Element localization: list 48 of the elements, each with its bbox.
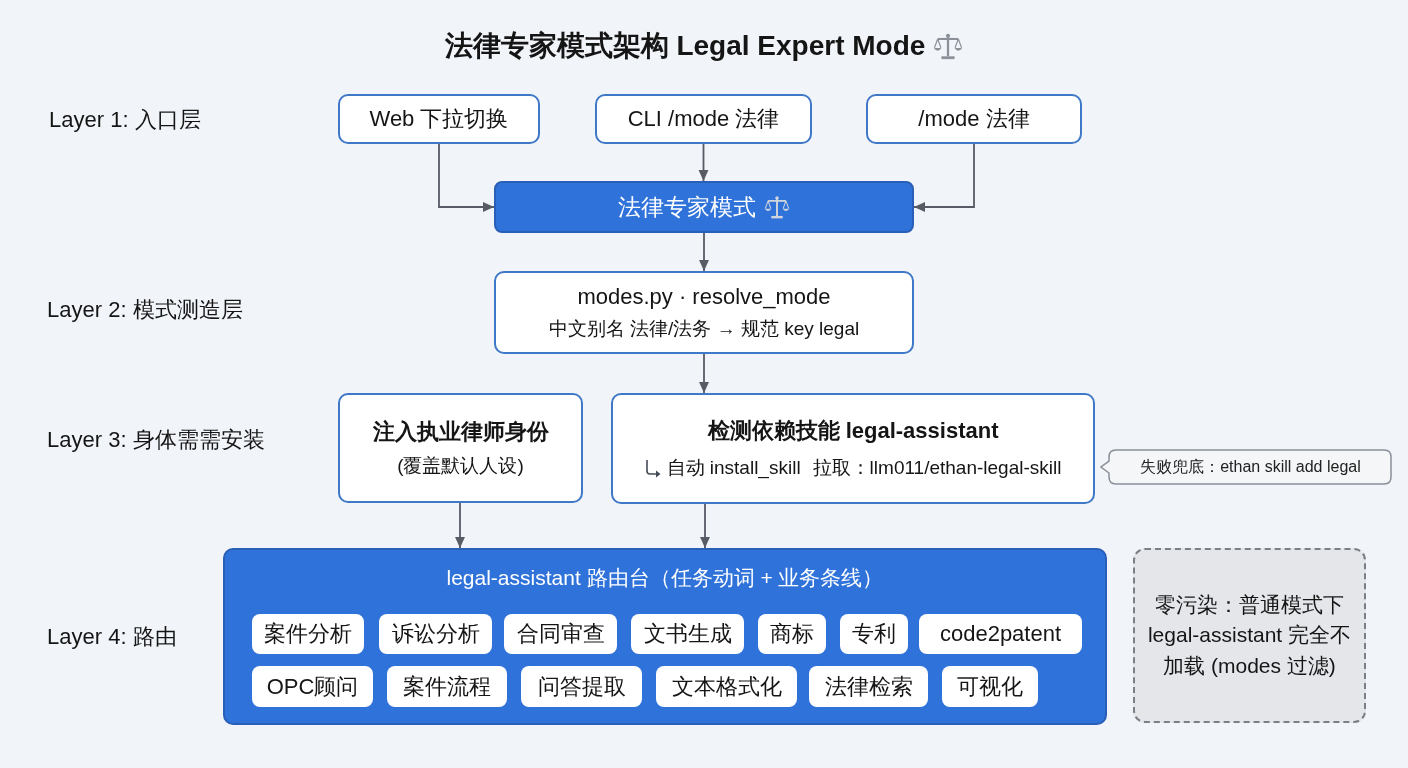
arrow [913,143,975,212]
box-label: Web 下拉切换 [369,105,509,133]
box-label: 自动 install_skill [666,456,801,481]
arrow [698,143,709,182]
skill-chip: 商标 [758,614,826,654]
layer-label: Layer 2: 模式测造层 [47,296,243,324]
title: 法律专家模式架构 Legal Expert Mode [444,29,926,63]
skill-chip: 文书生成 [631,614,744,654]
skill-chip: 问答提取 [521,666,642,707]
note-text: 零污染：普通模式下 legal-assistant 完全不加载 (modes 过滤) [1147,591,1352,679]
box-label: legal-assistant 路由台（任务动词 + 业务条线） [446,565,884,591]
box-label: (覆盖默认人设) [397,454,524,478]
skill-chip: 文本格式化 [656,666,797,707]
process-box [494,271,914,354]
skill-chip: OPC顾问 [252,666,373,707]
layer-label: Layer 3: 身体需需安装 [47,426,265,454]
bubble-text: 失败兜底：ethan skill add legal [1139,456,1361,477]
mode-box [494,181,914,233]
skill-chip: 案件流程 [387,666,507,707]
box-label: /mode 法律 [918,105,1030,133]
box-label: modes.py · resolve_mode [577,283,831,310]
layer-label: Layer 1: 入口层 [49,106,201,134]
process-box [338,393,583,503]
arrow [699,232,709,272]
router-panel [223,548,1107,725]
box-label: 拉取：llm011/ethan-legal-skill [812,456,1062,481]
box-label: 检测依赖技能 legal-assistant [707,417,999,446]
process-box [611,393,1095,504]
arrow [699,353,709,394]
skill-chip: code2patent [919,614,1082,654]
box-label: 中文别名 法律/法务 → 规范 key legal [548,316,860,341]
dashed-note [1133,548,1366,723]
skill-chip: 诉讼分析 [379,614,492,654]
skill-chip: 合同审查 [504,614,617,654]
arrow [455,502,465,549]
arrow [700,503,710,549]
box-label: 注入执业律师身份 [372,418,549,446]
layer-label: Layer 4: 路由 [47,623,177,651]
process-box [595,94,812,144]
skill-chip: 专利 [840,614,908,654]
box-label: 法律专家模式 [618,192,756,222]
process-box [338,94,540,144]
skill-chip: 法律检索 [809,666,928,707]
arrow [438,143,495,212]
box-label: CLI /mode 法律 [627,105,780,133]
skill-chip: 案件分析 [252,614,364,654]
skill-chip: 可视化 [942,666,1038,707]
process-box [866,94,1082,144]
